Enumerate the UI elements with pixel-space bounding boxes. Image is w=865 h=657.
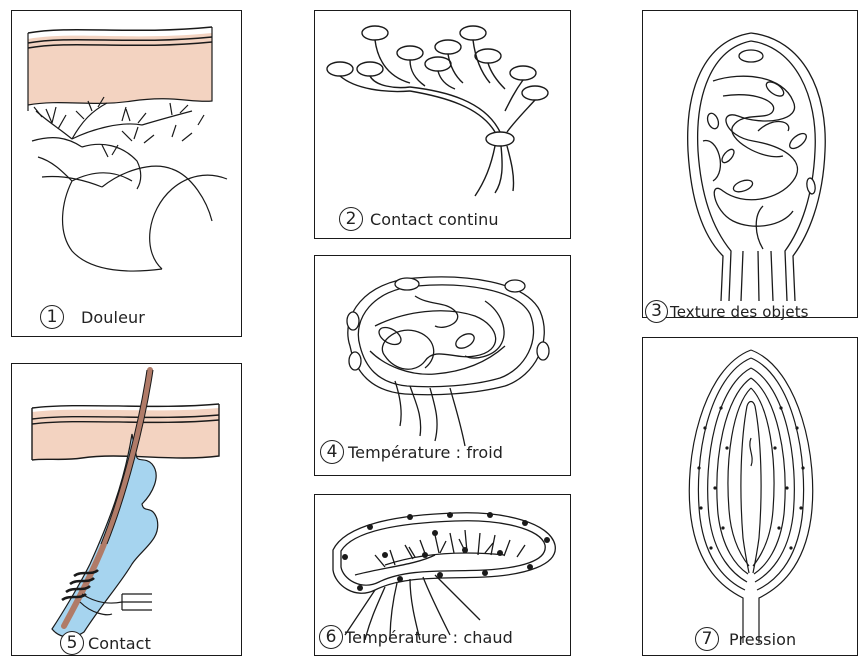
hair-follicle-receptor-icon (12, 364, 243, 657)
caption-douleur: 1 Douleur (40, 305, 145, 329)
number-badge: 4 (320, 440, 344, 464)
panel-pression: 7 Pression (642, 337, 858, 656)
panel-douleur: 1 Douleur (11, 10, 242, 337)
number-badge: 2 (339, 207, 363, 231)
number-badge: 5 (60, 631, 84, 655)
panel-contact: 5 Contact (11, 363, 242, 656)
number-badge: 6 (319, 625, 343, 649)
number-badge: 1 (40, 305, 64, 329)
label-douleur: Douleur (81, 308, 145, 327)
meissner-corpuscle-icon (643, 11, 859, 319)
caption-pression: 7 Pression (695, 627, 796, 651)
caption-texture: 3 Texture des objets (645, 300, 809, 323)
caption-froid: 4 Température : froid (320, 440, 503, 464)
label-contact-continu: Contact continu (370, 210, 499, 229)
label-froid: Température : froid (348, 443, 503, 462)
caption-contact: 5 Contact (60, 631, 151, 655)
free-nerve-endings-icon (12, 11, 243, 338)
panel-contact-continu: 2 Contact continu (314, 10, 571, 239)
number-badge: 3 (645, 300, 668, 323)
number-badge: 7 (695, 627, 719, 651)
merkel-disc-icon (315, 11, 572, 240)
pacinian-corpuscle-icon (643, 338, 859, 657)
label-chaud: Température : chaud (345, 628, 513, 647)
panel-texture: 3 Texture des objets (642, 10, 858, 318)
panel-chaud: 6 Température : chaud (314, 494, 571, 656)
panel-froid: 4 Température : froid (314, 255, 571, 476)
label-pression: Pression (729, 630, 796, 649)
label-texture: Texture des objets (670, 303, 809, 321)
caption-contact-continu: 2 Contact continu (339, 207, 499, 231)
caption-chaud: 6 Température : chaud (319, 625, 513, 649)
label-contact: Contact (88, 634, 151, 653)
